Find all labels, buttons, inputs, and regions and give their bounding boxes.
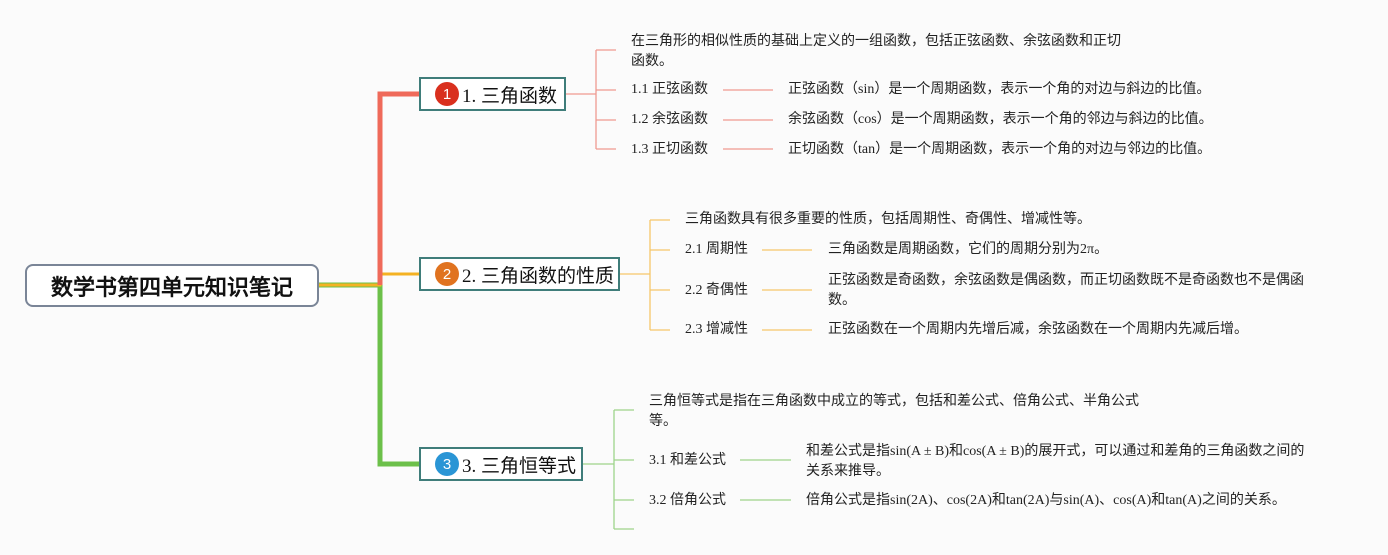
branch-3-summary: 三角恒等式是指在三角函数中成立的等式，包括和差公式、倍角公式、半角公式等。 <box>649 394 1139 429</box>
connector-branch-3 <box>583 409 791 530</box>
topic-1-2-desc: 余弦函数（cos）是一个周期函数，表示一个角的邻边与斜边的比值。 <box>788 112 1213 127</box>
branch-node-3[interactable]: 3 3. 三角恒等式 <box>419 447 583 481</box>
topic-1-1-desc: 正弦函数（sin）是一个周期函数，表示一个角的对边与斜边的比值。 <box>788 82 1211 97</box>
branch-label: 3. 三角恒等式 <box>462 455 577 477</box>
topic-2-1-label[interactable]: 2.1 周期性 <box>685 242 748 257</box>
number-badge-icon: 3 <box>435 452 459 476</box>
connector-root-green <box>319 282 419 467</box>
branch-node-1[interactable]: 1 1. 三角函数 <box>419 77 566 111</box>
topic-2-2-label[interactable]: 2.2 奇偶性 <box>685 283 748 298</box>
topic-1-1-label[interactable]: 1.1 正弦函数 <box>631 82 708 97</box>
connector-branch-2 <box>620 219 812 331</box>
topic-1-3-label[interactable]: 1.3 正切函数 <box>631 142 708 157</box>
topic-1-3-desc: 正切函数（tan）是一个周期函数，表示一个角的对边与邻边的比值。 <box>788 142 1212 157</box>
branch-1-summary: 在三角形的相似性质的基础上定义的一组函数，包括正弦函数、余弦函数和正切函数。 <box>631 34 1121 69</box>
connector-root-red <box>377 91 419 285</box>
topic-3-2-desc: 倍角公式是指sin(2A)、cos(2A)和tan(2A)与sin(A)、cos… <box>806 493 1286 508</box>
topic-3-2-label[interactable]: 3.2 倍角公式 <box>649 493 726 508</box>
number-badge-icon: 1 <box>435 82 459 106</box>
branch-2-summary: 三角函数具有很多重要的性质，包括周期性、奇偶性、增减性等。 <box>685 212 1091 227</box>
root-title: 数学书第四单元知识笔记 <box>50 275 293 301</box>
topic-2-3-label[interactable]: 2.3 增减性 <box>685 322 748 337</box>
topic-1-2-label[interactable]: 1.2 余弦函数 <box>631 112 708 127</box>
branch-node-2[interactable]: 2 2. 三角函数的性质 <box>419 257 620 291</box>
topic-2-1-desc: 三角函数是周期函数，它们的周期分别为2π。 <box>828 242 1109 257</box>
topic-2-3-desc: 正弦函数在一个周期内先增后减，余弦函数在一个周期内先减后增。 <box>828 322 1248 337</box>
topic-3-1-desc: 和差公式是指sin(A ± B)和cos(A ± B)的展开式，可以通过和差角的… <box>806 444 1305 479</box>
root-node[interactable]: 数学书第四单元知识笔记 <box>25 264 319 307</box>
topic-3-1-label[interactable]: 3.1 和差公式 <box>649 453 726 468</box>
branch-label: 2. 三角函数的性质 <box>462 265 615 287</box>
branch-label: 1. 三角函数 <box>462 85 558 107</box>
connector-branch-1 <box>566 49 773 150</box>
topic-2-2-desc: 正弦函数是奇函数，余弦函数是偶函数，而正切函数既不是奇函数也不是偶函数。 <box>828 273 1304 308</box>
number-badge-icon: 2 <box>435 262 459 286</box>
